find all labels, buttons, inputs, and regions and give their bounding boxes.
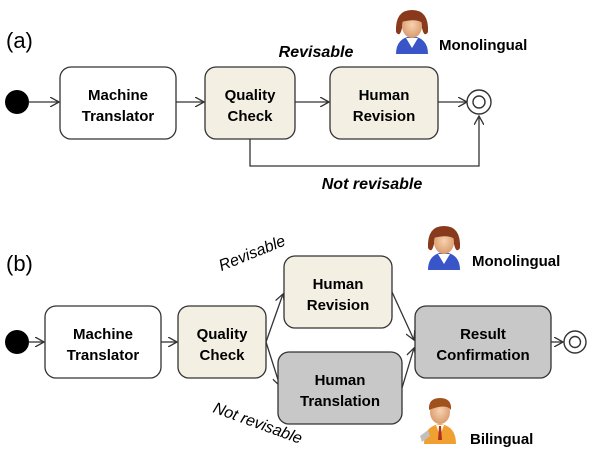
- mt-label-line1: Machine: [73, 326, 133, 343]
- edge-ht-to-rc: [401, 348, 414, 389]
- panel-b-label: (b): [6, 251, 33, 276]
- person-female-icon: [395, 10, 429, 54]
- panel-a-label: (a): [6, 28, 33, 53]
- hr-label-line2: Revision: [353, 108, 416, 125]
- not-revisable-label: Not revisable: [322, 176, 423, 193]
- qc-label-line1: Quality: [225, 87, 277, 104]
- rc-label-line1: Result: [460, 326, 506, 343]
- person-female-icon: [427, 226, 461, 270]
- edge-qc-to-end-bypass: [249, 116, 479, 167]
- start-node-icon: [5, 330, 29, 354]
- qc-label-line1: Quality: [197, 326, 249, 343]
- persona-bilingual: Bilingual: [470, 431, 533, 448]
- persona-monolingual-a: Monolingual: [439, 37, 527, 54]
- ht-label-line2: Translation: [300, 393, 380, 410]
- revisable-label: Revisable: [279, 44, 354, 61]
- end-node-icon: [563, 330, 587, 354]
- human-revision-node: [329, 66, 439, 140]
- person-male-icon: [420, 398, 456, 444]
- end-node-icon: [466, 89, 492, 115]
- rc-label-line2: Confirmation: [436, 347, 529, 364]
- revisable-label: Revisable: [217, 233, 289, 275]
- start-node-icon: [5, 90, 29, 114]
- qc-label-line2: Check: [227, 108, 273, 125]
- hr-label-line1: Human: [313, 276, 364, 293]
- hr-label-line2: Revision: [307, 297, 370, 314]
- mt-label-line2: Translator: [67, 347, 140, 364]
- mt-label-line2: Translator: [82, 108, 155, 125]
- edge-hr-to-rc: [391, 291, 414, 340]
- machine-translator-node: [59, 66, 177, 140]
- ht-label-line1: Human: [315, 372, 366, 389]
- edge-qc-to-hr: [265, 294, 283, 343]
- persona-monolingual-b: Monolingual: [472, 253, 560, 270]
- mt-label-line1: Machine: [88, 87, 148, 104]
- qc-label-line2: Check: [199, 347, 245, 364]
- hr-label-line1: Human: [359, 87, 410, 104]
